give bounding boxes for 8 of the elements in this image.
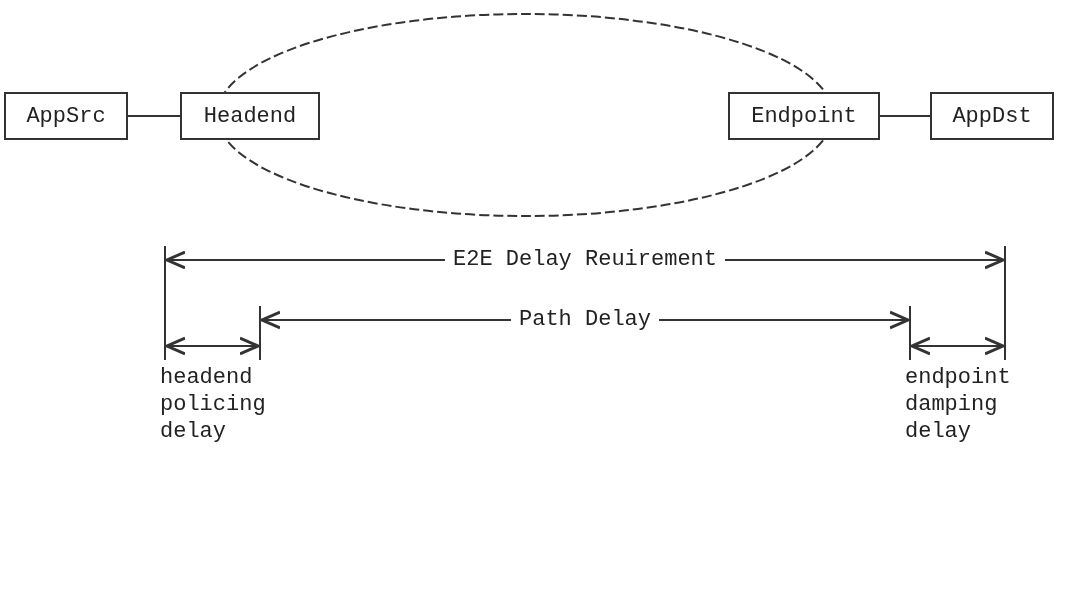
connector-line (127, 115, 181, 117)
process-box: Headend (180, 92, 320, 140)
note-text: endpoint damping delay (905, 364, 1012, 445)
note-text: headend policing delay (160, 364, 267, 445)
process-box: AppSrc (4, 92, 128, 140)
connector-line (879, 115, 931, 117)
process-box: Endpoint (728, 92, 880, 140)
process-box: AppDst (930, 92, 1054, 140)
